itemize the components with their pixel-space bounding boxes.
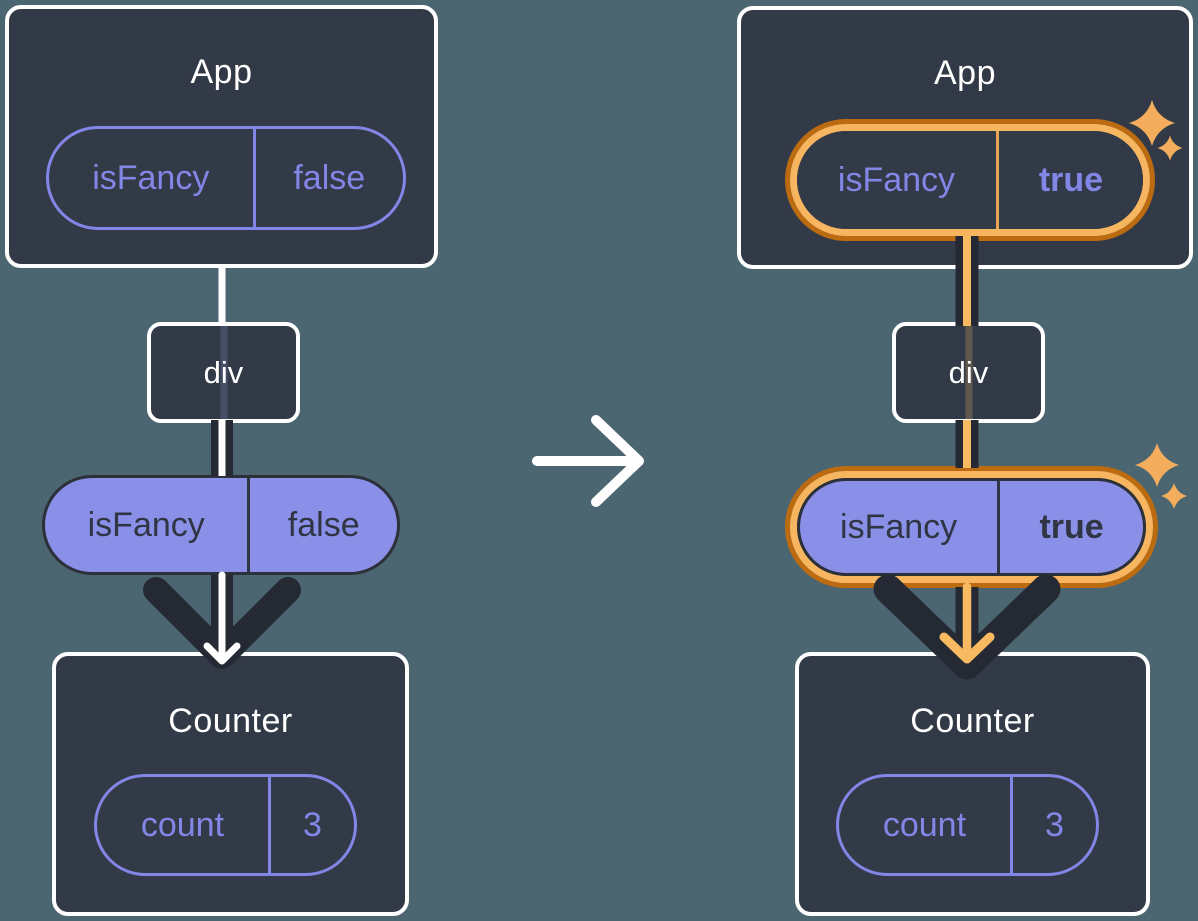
sparkle-icon [1161, 483, 1187, 509]
state-value: 3 [267, 777, 354, 873]
counter-state-pill: count 3 [836, 774, 1099, 876]
highlighted-prop-pill: isFancy true [785, 466, 1158, 588]
highlight-ring: isFancy true [790, 471, 1153, 583]
state-value: 3 [1009, 777, 1096, 873]
flow-line-faint [220, 326, 227, 419]
state-value: true [995, 131, 1143, 229]
component-title: Counter [168, 702, 293, 740]
counter-component-card: Counter count 3 [52, 652, 409, 916]
div-label: div [948, 354, 989, 390]
component-title: Counter [910, 702, 1035, 740]
state-value: false [252, 129, 403, 227]
after-flow-arrow-down-icon [873, 236, 1061, 680]
app-state-pill: isFancy false [46, 126, 406, 230]
highlight-ring: isFancy true [790, 124, 1150, 236]
component-title: App [934, 54, 996, 92]
div-label: div [203, 354, 244, 390]
state-name: isFancy [92, 158, 210, 197]
state-name: count [882, 805, 967, 844]
arrow-right-icon [532, 415, 644, 507]
counter-state-pill: count 3 [94, 774, 357, 876]
prop-pill: isFancy false [42, 475, 400, 575]
prop-name: isFancy [840, 507, 958, 546]
sparkle-icon [1135, 443, 1179, 487]
component-title: App [190, 53, 253, 91]
highlighted-state-pill: isFancy true [785, 119, 1155, 241]
div-node: div [147, 322, 300, 423]
counter-component-card: Counter count 3 [795, 652, 1150, 916]
state-name: count [140, 805, 225, 844]
state-name: isFancy [837, 160, 956, 199]
app-component-card: App isFancy false [5, 5, 438, 268]
prop-value: false [247, 478, 397, 572]
flow-line-faint [965, 326, 972, 419]
prop-name: isFancy [87, 505, 205, 544]
prop-value: true [997, 481, 1143, 573]
div-node: div [892, 322, 1045, 423]
app-component-card: App isFancy true [737, 6, 1193, 269]
